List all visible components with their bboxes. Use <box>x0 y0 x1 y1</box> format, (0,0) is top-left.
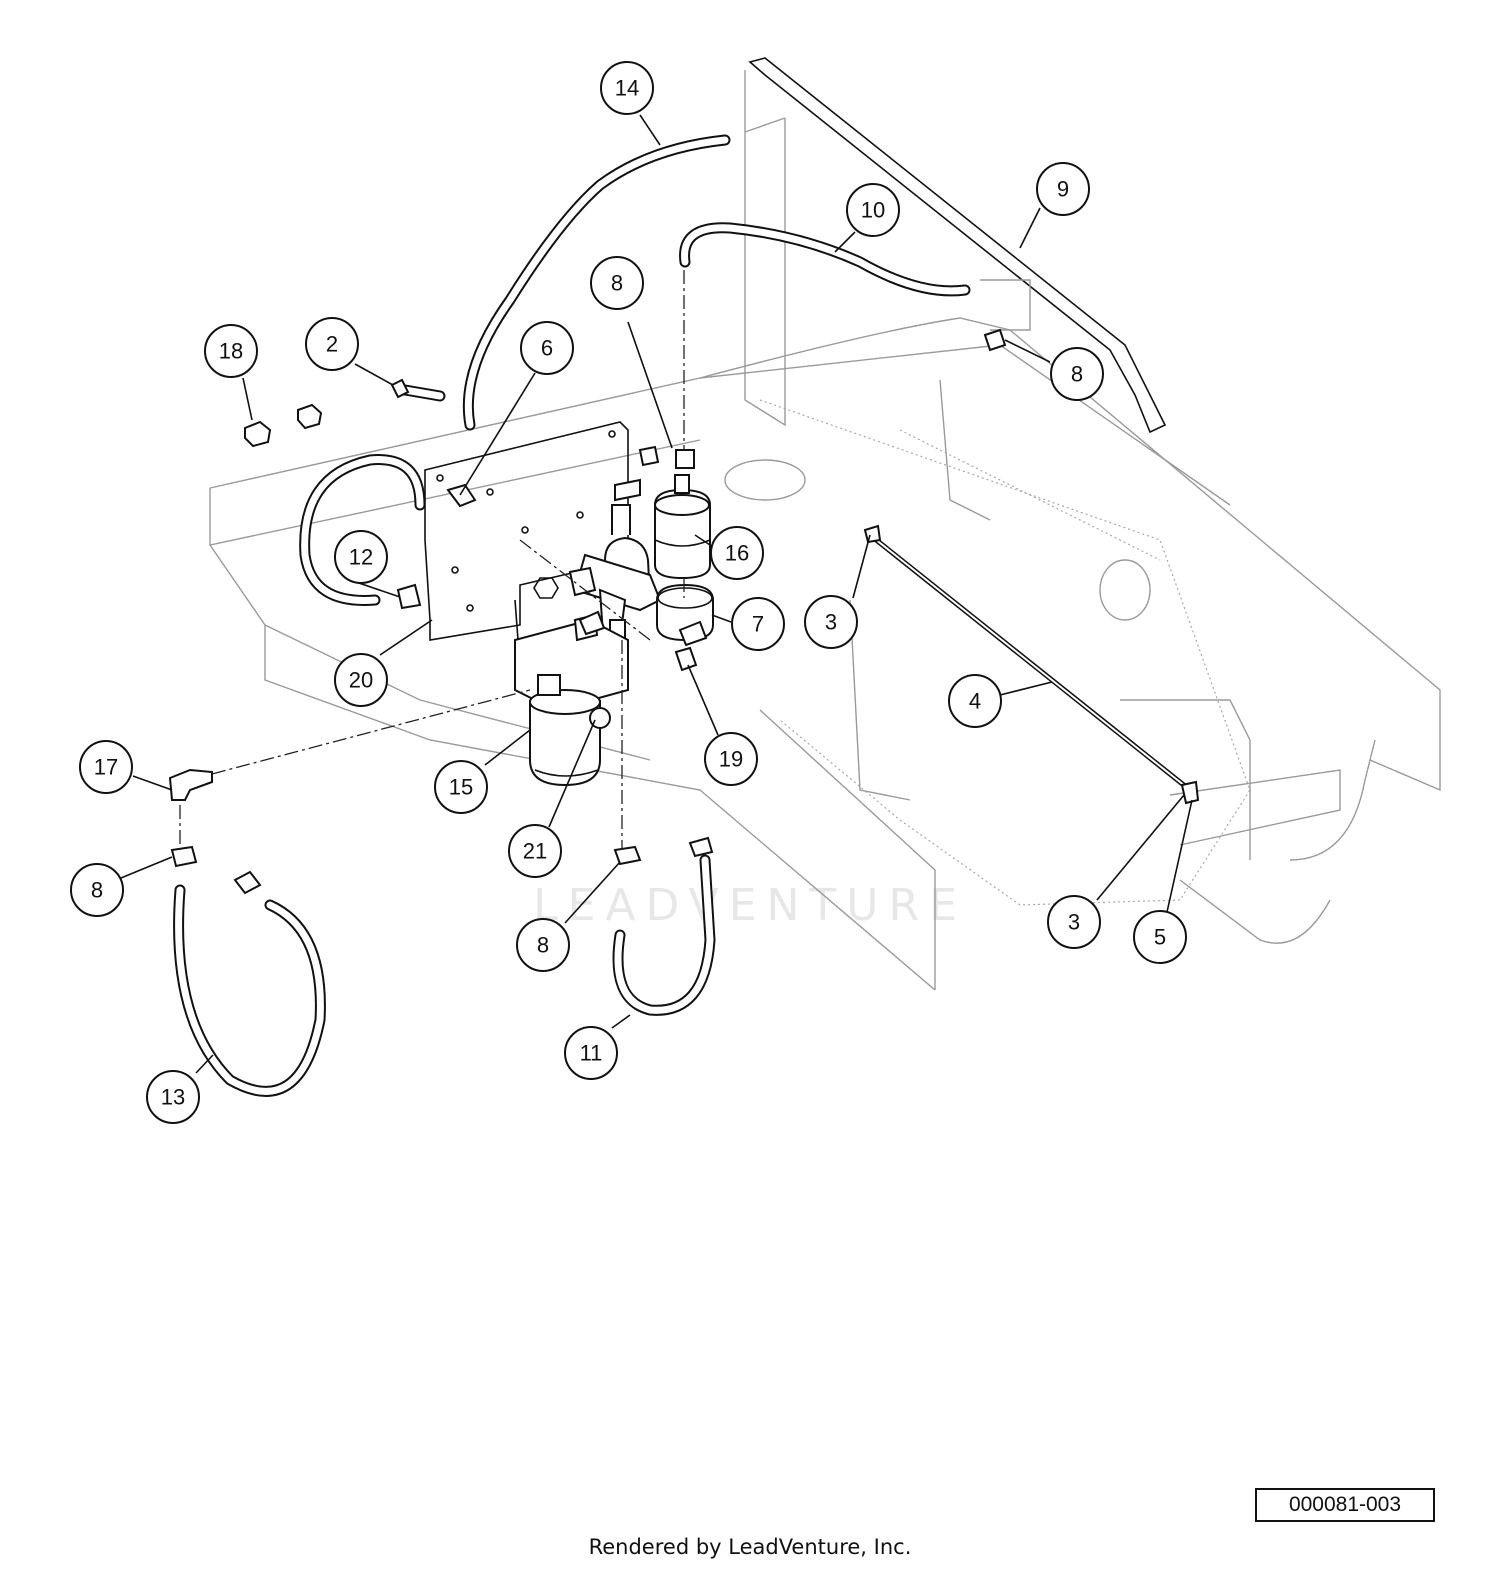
callout-12: 12 <box>334 530 388 584</box>
callout-3: 3 <box>1047 895 1101 949</box>
callout-7-label: 7 <box>752 612 764 637</box>
callout-19: 19 <box>704 732 758 786</box>
callout-8-label: 8 <box>537 933 549 958</box>
callout-7: 7 <box>731 597 785 651</box>
callout-16-label: 16 <box>725 541 749 566</box>
callout-2-label: 2 <box>326 332 338 357</box>
reference-code-box: 000081-003 <box>1255 1488 1435 1522</box>
render-credit: Rendered by LeadVenture, Inc. <box>588 1535 912 1559</box>
watermark-text: LEADVENTURE <box>533 880 967 931</box>
callout-19-label: 19 <box>719 747 743 772</box>
mounting-bracket-20 <box>424 421 629 641</box>
callout-13-label: 13 <box>161 1085 185 1110</box>
callout-17: 17 <box>79 740 133 794</box>
callout-3-label: 3 <box>1068 910 1080 935</box>
callout-14: 14 <box>600 61 654 115</box>
callout-8: 8 <box>1050 347 1104 401</box>
fuel-filter-16 <box>654 449 711 580</box>
callout-16: 16 <box>710 526 764 580</box>
callout-9-label: 9 <box>1057 177 1069 202</box>
callout-13: 13 <box>146 1070 200 1124</box>
callout-10-label: 10 <box>861 198 885 223</box>
callout-8-label: 8 <box>1071 362 1083 387</box>
callout-11-label: 11 <box>580 1041 603 1066</box>
callout-8-label: 8 <box>611 271 623 296</box>
callout-5-label: 5 <box>1154 925 1166 950</box>
callout-3-label: 3 <box>825 610 837 635</box>
callout-5: 5 <box>1133 910 1187 964</box>
callout-4-label: 4 <box>969 689 981 714</box>
hoses <box>173 134 1192 1097</box>
callout-6-label: 6 <box>541 336 553 361</box>
callout-8: 8 <box>590 256 644 310</box>
callout-15: 15 <box>434 760 488 814</box>
callout-14-label: 14 <box>615 76 639 101</box>
callout-20: 20 <box>334 653 388 707</box>
callout-10: 10 <box>846 183 900 237</box>
callout-2: 2 <box>305 317 359 371</box>
callout-9: 9 <box>1036 162 1090 216</box>
callout-21: 21 <box>508 824 562 878</box>
callout-17-label: 17 <box>94 755 118 780</box>
callout-6: 6 <box>520 321 574 375</box>
hardware <box>168 328 1200 895</box>
leader-lines <box>120 114 1193 1074</box>
callout-8: 8 <box>70 863 124 917</box>
callout-21-label: 21 <box>523 839 547 864</box>
callout-4: 4 <box>948 674 1002 728</box>
callout-8-label: 8 <box>91 878 103 903</box>
callout-15-label: 15 <box>449 775 473 800</box>
fuel-pump-assembly <box>568 478 662 642</box>
callout-18: 18 <box>204 324 258 378</box>
callout-11: 11 <box>564 1026 618 1080</box>
water-separator-15 <box>514 613 629 787</box>
callout-18-label: 18 <box>219 339 243 364</box>
callout-12-label: 12 <box>349 545 373 570</box>
callout-8: 8 <box>516 918 570 972</box>
callout-20-label: 20 <box>349 668 373 693</box>
callout-3: 3 <box>804 595 858 649</box>
center-lines <box>179 270 685 850</box>
